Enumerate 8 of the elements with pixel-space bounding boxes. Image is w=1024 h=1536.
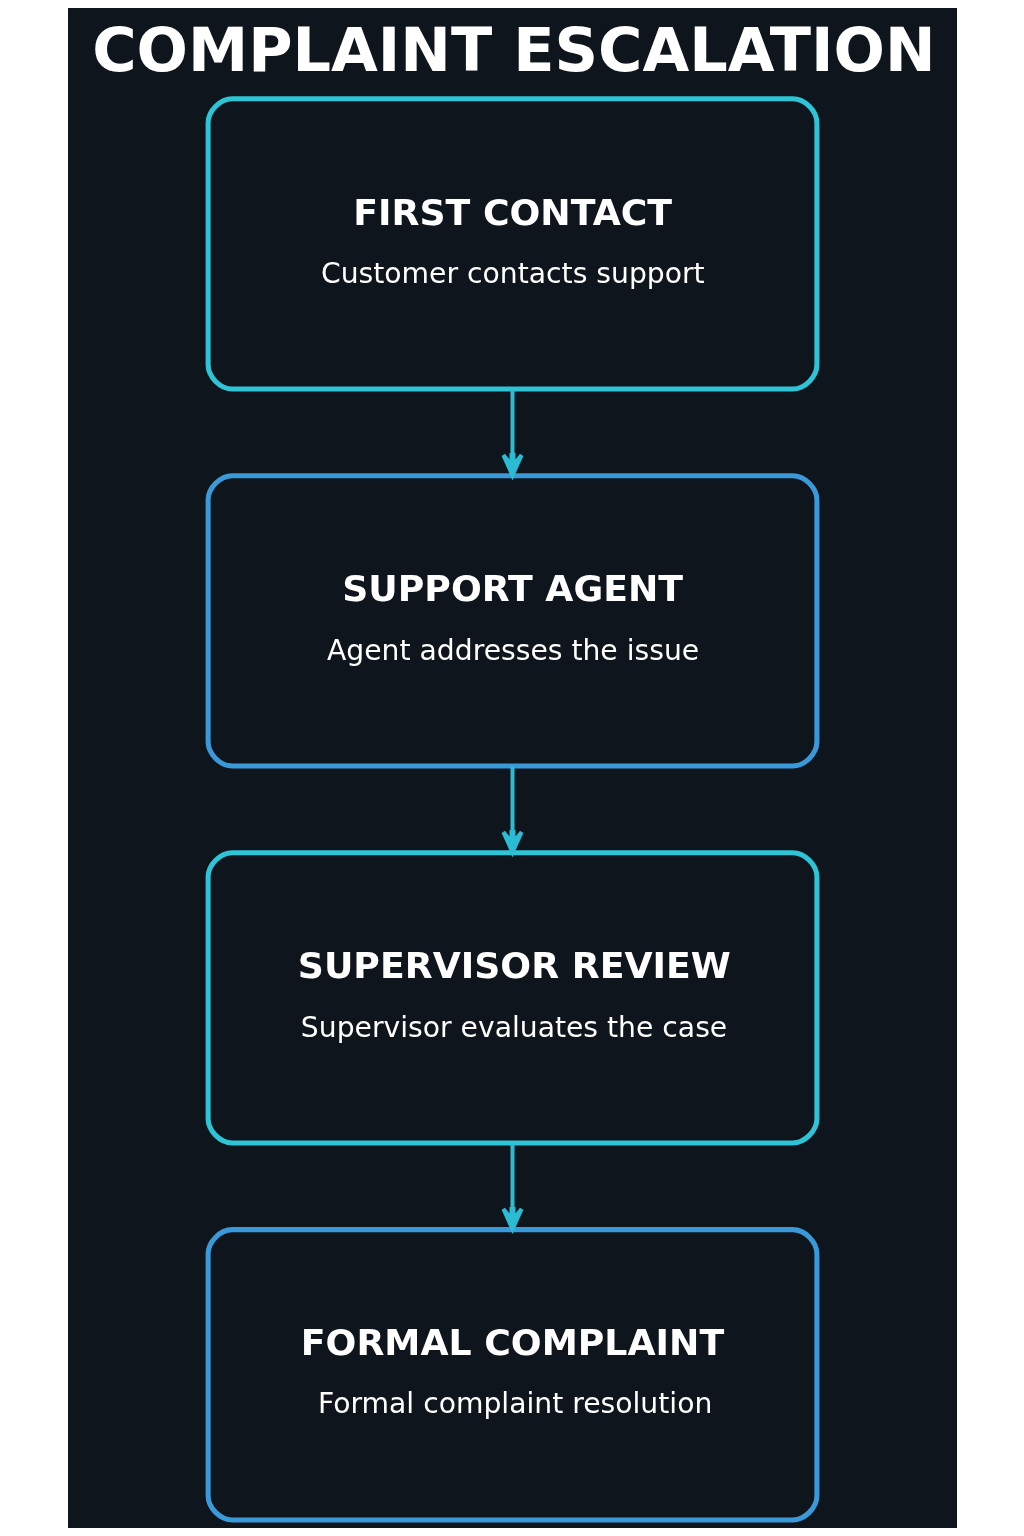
arrow	[500, 1143, 524, 1232]
node-box: SUPERVISOR REVIEW Supervisor evaluates the case	[205, 850, 819, 1146]
arrow	[500, 766, 524, 855]
diagram-title: COMPLAINT ESCALATION	[91, 14, 936, 85]
node-box: FORMAL COMPLAINT Formal complaint resolution	[205, 1227, 819, 1523]
arrow	[500, 389, 524, 478]
node-box: FIRST CONTACT Customer contacts support	[205, 96, 819, 392]
node-box: SUPPORT AGENT Agent addresses the issue	[205, 473, 819, 769]
